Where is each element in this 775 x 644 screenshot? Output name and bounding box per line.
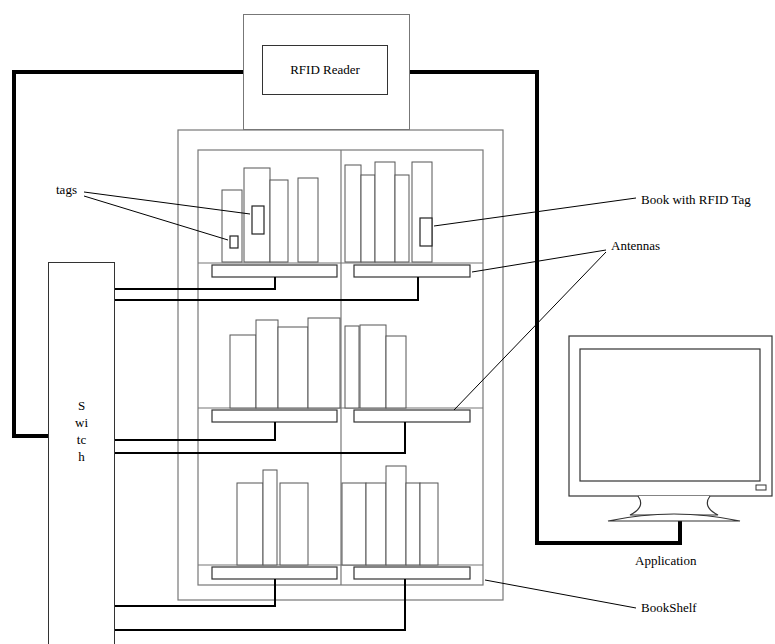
reader-panel: RFID Reader — [262, 45, 388, 95]
book — [263, 470, 277, 565]
book — [230, 335, 256, 408]
book — [280, 483, 308, 565]
book — [386, 336, 406, 408]
book — [360, 325, 386, 408]
book — [386, 466, 406, 565]
book — [222, 190, 242, 262]
label-text: Switch — [75, 398, 88, 466]
book — [256, 320, 278, 408]
book — [361, 175, 375, 262]
book — [395, 175, 409, 262]
callout-label: tags — [55, 182, 78, 198]
book — [270, 180, 288, 262]
book — [420, 483, 438, 565]
book — [345, 165, 361, 262]
book — [237, 483, 263, 565]
book — [244, 168, 270, 262]
label-text: Application — [635, 553, 696, 569]
book — [366, 483, 386, 565]
callout-label: Book with RFID Tag — [640, 192, 752, 208]
callout-label: Antennas — [610, 238, 661, 254]
callout-label: BookShelf — [640, 600, 698, 616]
switch-box: Switch — [48, 262, 115, 644]
book — [278, 327, 308, 408]
monitor: Application — [568, 335, 773, 575]
book — [345, 326, 359, 408]
monitor-outline — [568, 335, 773, 575]
reader-box: RFID Reader — [243, 14, 410, 130]
book — [406, 483, 420, 565]
book — [298, 178, 318, 262]
book — [342, 483, 366, 565]
book — [308, 318, 340, 408]
book — [412, 162, 432, 262]
book — [375, 162, 395, 262]
label-text: RFID Reader — [290, 62, 360, 78]
